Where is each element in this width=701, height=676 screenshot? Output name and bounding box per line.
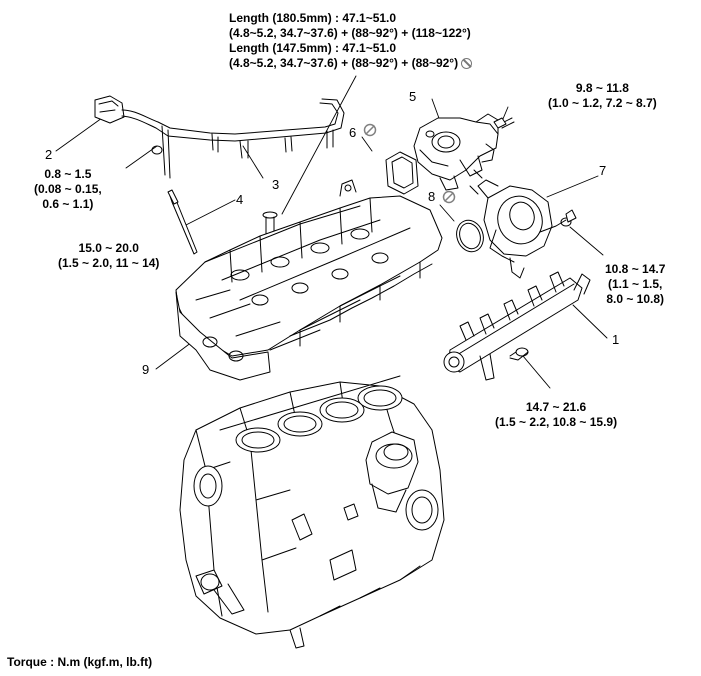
common-rail [443, 271, 591, 381]
cylinder-head [175, 179, 443, 381]
vacuum-pump [469, 169, 572, 279]
glow-spec-line2: (1.5 ~ 2.0, 11 ~ 14) [58, 256, 160, 270]
do-not-reuse-icon [461, 58, 473, 69]
torque-unit-note: Torque : N.m (kgf.m, lb.ft) [7, 655, 153, 669]
vacuum-spec-line1: 10.8 ~ 14.7 [605, 262, 666, 276]
callout-1: 1 [612, 332, 620, 347]
callout-7: 7 [599, 163, 607, 178]
glow-plug [167, 189, 198, 255]
callout-6: 6 [349, 125, 357, 140]
thermostat-housing [413, 113, 515, 191]
vacuum-spec-line2: (1.1 ~ 1.5, [608, 277, 663, 291]
rail-bolt [509, 347, 529, 361]
harness-bolt-torque: 0.8 ~ 1.5 (0.08 ~ 0.15, 0.6 ~ 1.1) [34, 167, 102, 212]
callout-9: 9 [142, 362, 150, 377]
callout-3: 3 [272, 177, 280, 192]
vacuum-pump-torque: 10.8 ~ 14.7 (1.1 ~ 1.5, 8.0 ~ 10.8) [605, 262, 665, 307]
head-bolt-spec-line4-row: (4.8~5.2, 34.7~37.6) + (88~92°) + (88~92… [229, 56, 473, 71]
head-bolt-spec-line4: (4.8~5.2, 34.7~37.6) + (88~92°) + (88~92… [229, 56, 459, 70]
cylinder-block [179, 375, 445, 649]
vacuum-pump-o-ring [456, 219, 484, 253]
harness-spec-line3: 0.6 ~ 1.1) [42, 197, 94, 211]
glow-plug-harness [94, 95, 345, 179]
rail-spec-line1: 14.7 ~ 21.6 [525, 400, 587, 414]
vacuum-spec-line3: 8.0 ~ 10.8) [606, 292, 665, 306]
head-bolt-torque: Length (180.5mm) : 47.1~51.0 (4.8~5.2, 3… [229, 11, 473, 71]
head-bolt-spec-line2: (4.8~5.2, 34.7~37.6) + (88~92°) + (118~1… [229, 26, 471, 40]
rail-bolt-torque: 14.7 ~ 21.6 (1.5 ~ 2.2, 10.8 ~ 15.9) [495, 400, 617, 430]
harness-spec-line2: (0.08 ~ 0.15, [34, 182, 102, 196]
rail-spec-line2: (1.5 ~ 2.2, 10.8 ~ 15.9) [495, 415, 618, 429]
glow-plug-torque: 15.0 ~ 20.0 (1.5 ~ 2.0, 11 ~ 14) [58, 241, 159, 271]
callout-4: 4 [236, 192, 244, 207]
do-not-reuse-icon [363, 123, 456, 204]
glow-spec-line1: 15.0 ~ 20.0 [78, 241, 139, 255]
head-bolt-spec-line3: Length (147.5mm) : 47.1~51.0 [229, 41, 397, 55]
head-bolt-spec-line1: Length (180.5mm) : 47.1~51.0 [229, 11, 397, 25]
thermostat-gasket [385, 151, 419, 195]
small-bolts [493, 117, 577, 223]
callout-2: 2 [45, 147, 53, 162]
harness-spec-line1: 0.8 ~ 1.5 [44, 167, 92, 181]
callout-8: 8 [428, 189, 436, 204]
thermostat-bolt-torque: 9.8 ~ 11.8 (1.0 ~ 1.2, 7.2 ~ 8.7) [548, 81, 657, 111]
thermostat-spec-line2: (1.0 ~ 1.2, 7.2 ~ 8.7) [548, 96, 657, 110]
thermostat-spec-line1: 9.8 ~ 11.8 [575, 81, 629, 95]
callout-5: 5 [409, 89, 417, 104]
